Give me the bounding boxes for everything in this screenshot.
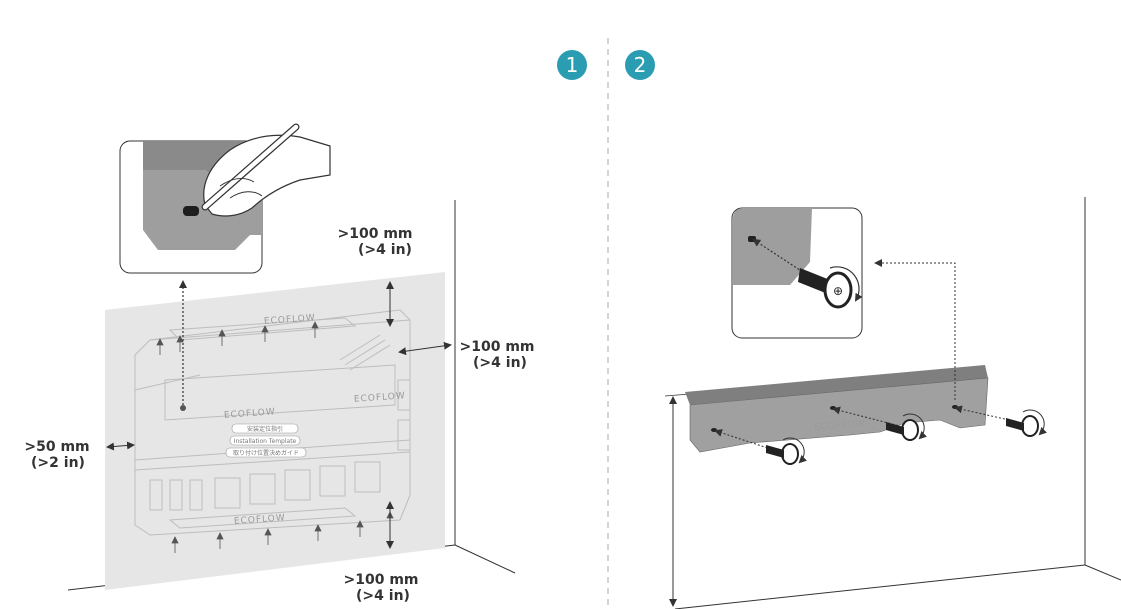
clearance-right-line2: (>4 in) [473, 355, 527, 371]
clearance-bottom-line1: >100 mm [343, 572, 418, 588]
clearance-right-arrow [398, 341, 452, 356]
step-number-1: 1 [566, 53, 579, 77]
screw-head-icon [823, 271, 853, 309]
template-top-brand: ECOFLOW [264, 313, 316, 327]
clearance-left-line2: (>2 in) [31, 455, 85, 471]
step-badge-2: 2 [625, 50, 655, 80]
template-brand-right: ECOFLOW [354, 391, 406, 405]
screw-icon [954, 405, 1048, 437]
template-labels: 安装定位指引 Installation Template 取り付け位置決めガイド [225, 423, 307, 458]
clearance-top-line2: (>4 in) [358, 242, 412, 258]
screw-detail-callout: ⊕ [731, 207, 863, 339]
step2-scene: ECOFLOW ⊕ [664, 197, 1121, 609]
screw-icon [714, 429, 808, 465]
marking-detail-callout [119, 123, 331, 274]
clearance-top-line1: >100 mm [337, 226, 412, 242]
clearance-bottom-line2: (>4 in) [356, 588, 410, 604]
clearance-left-line1: >50 mm [24, 439, 89, 455]
step1-scene: ECOFLOW ECOFLOW ECOFLOW ECOFLOW 安装定位指引 I… [24, 123, 535, 604]
svg-text:⊕: ⊕ [833, 284, 843, 298]
template-bottom-brand: ECOFLOW [234, 513, 286, 527]
clearance-right-line1: >100 mm [459, 339, 534, 355]
bracket-brand: ECOFLOW [814, 419, 867, 433]
screw-icon [832, 406, 928, 441]
screw-shaft-icon [798, 268, 830, 294]
mark-point [180, 405, 186, 411]
template-label-jp2: 取り付け位置決めガイド [233, 449, 299, 457]
template-up-arrows [156, 321, 394, 553]
mark-hole [183, 206, 199, 216]
template-label-jp1: 安装定位指引 [247, 425, 283, 433]
clearance-left-arrow [106, 441, 135, 451]
hand-icon [203, 134, 331, 217]
installation-template [134, 309, 411, 536]
mounting-bracket [685, 365, 989, 453]
template-brand: ECOFLOW [224, 407, 276, 421]
step-badge-1: 1 [557, 50, 587, 80]
screw-callout-leader [874, 259, 956, 400]
step-number-2: 2 [634, 53, 647, 77]
template-label-en: Installation Template [234, 438, 297, 445]
